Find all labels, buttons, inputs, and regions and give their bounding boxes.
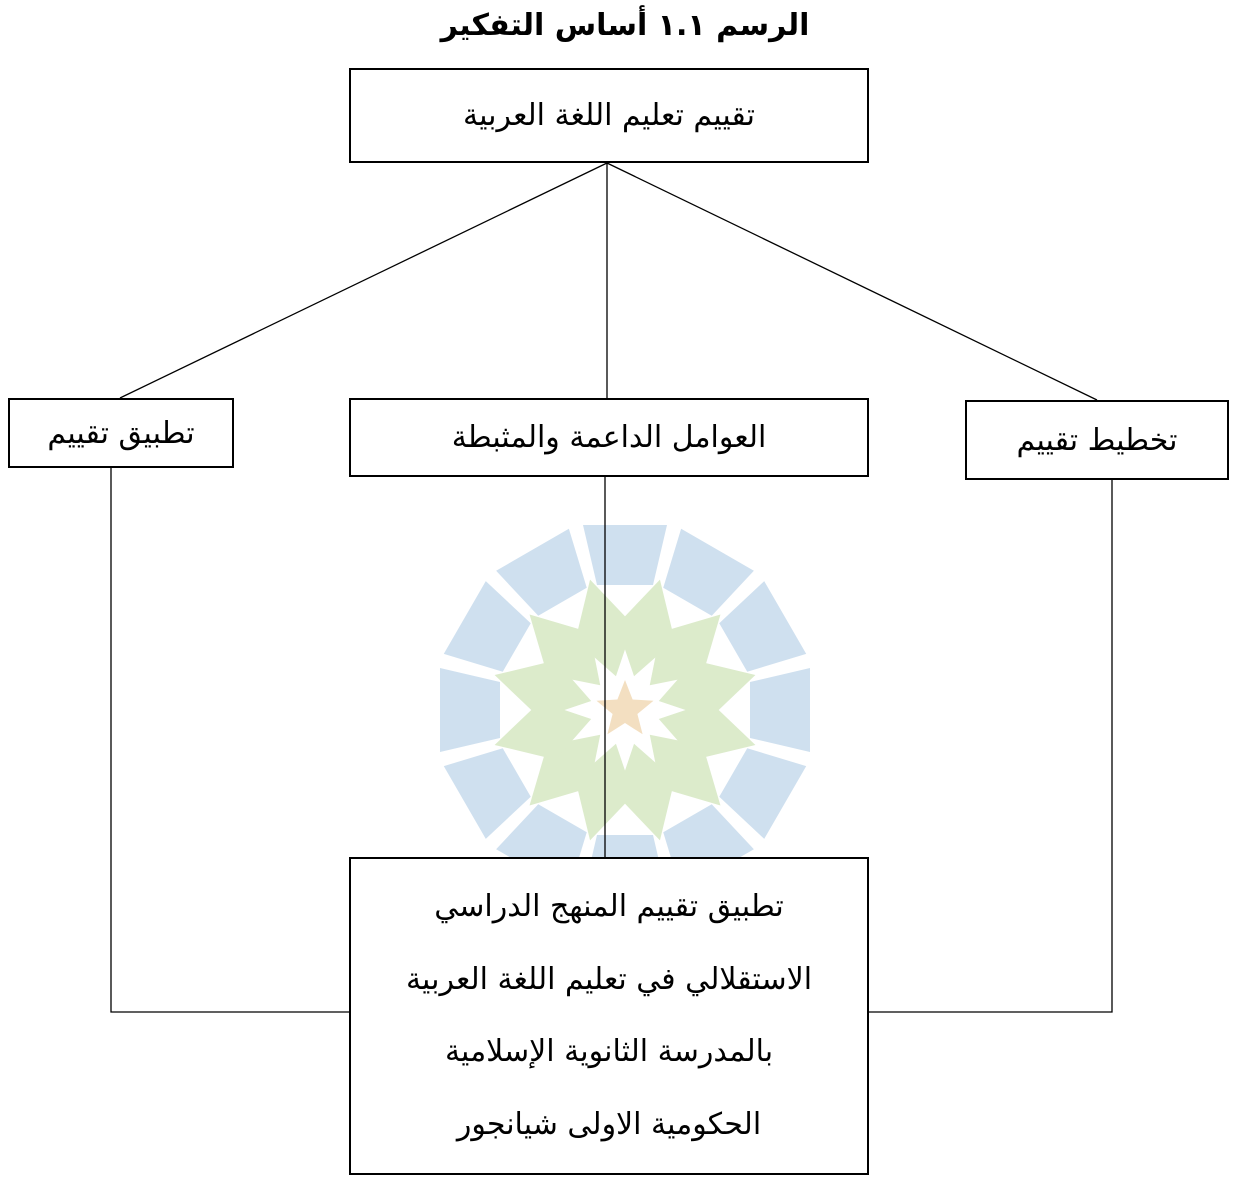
edge-left-to-result: [110, 468, 349, 1013]
edge-root-to-right: [606, 162, 1098, 401]
watermark-tile-blue: [719, 581, 807, 672]
diagram-title: الرسم ١.١ أساس التفكير: [440, 8, 810, 43]
edge-right-to-result: [869, 480, 1113, 1013]
watermark-star: [596, 680, 654, 735]
branch-right-label: تخطيط تقييم: [1016, 422, 1178, 458]
watermark-tile-blue: [719, 748, 807, 839]
root-node-label: تقييم تعليم اللغة العربية: [463, 98, 755, 133]
branch-middle-label: العوامل الداعمة والمثبطة: [451, 420, 767, 455]
result-line: تطبيق تقييم المنهج الدراسي: [434, 889, 784, 925]
watermark-tile-blue: [583, 525, 667, 585]
result-line: الحكومية الاولى شيانجور: [456, 1106, 762, 1142]
result-line: بالمدرسة الثانوية الإسلامية: [444, 1034, 774, 1070]
result-line: الاستقلالي في تعليم اللغة العربية: [405, 961, 813, 997]
branch-node-middle: العوامل الداعمة والمثبطة: [349, 398, 869, 477]
branch-node-right: تخطيط تقييم: [965, 400, 1229, 480]
edge-root-to-left: [119, 162, 608, 399]
branch-node-left: تطبيق تقييم: [8, 398, 234, 468]
watermark-petal-green: [616, 743, 675, 841]
watermark-petal-green: [494, 701, 592, 760]
watermark-tile-blue: [496, 528, 587, 616]
result-node: تطبيق تقييم المنهج الدراسي الاستقلالي في…: [349, 857, 869, 1175]
watermark-tile-blue: [443, 581, 531, 672]
watermark-tile-blue: [440, 668, 500, 752]
branch-left-label: تطبيق تقييم: [47, 415, 195, 451]
watermark-tile-blue: [663, 528, 754, 616]
watermark-petal-green: [658, 660, 756, 719]
watermark-tile-blue: [750, 668, 810, 752]
root-node: تقييم تعليم اللغة العربية: [349, 68, 869, 163]
watermark-tile-blue: [443, 748, 531, 839]
watermark-petal-green: [575, 579, 634, 677]
